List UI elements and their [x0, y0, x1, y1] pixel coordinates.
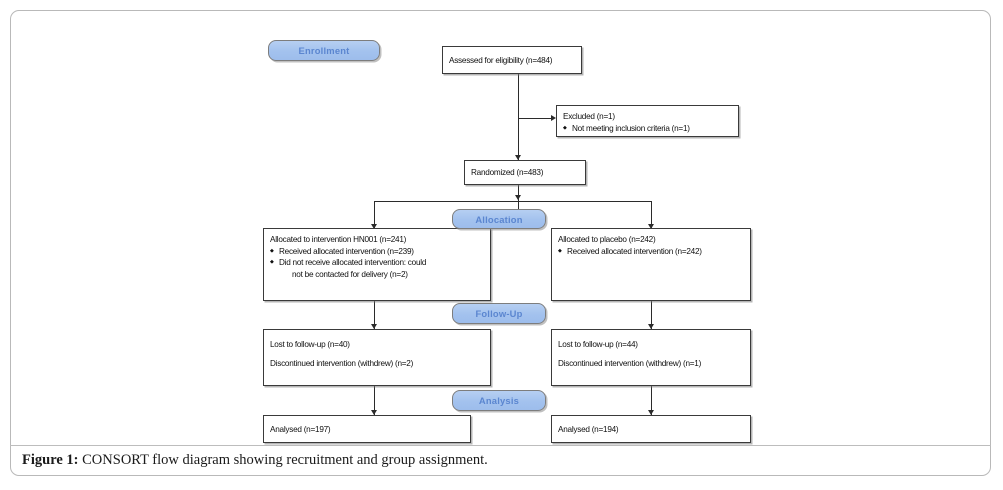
node-randomized: Randomized (n=483): [464, 160, 586, 185]
stage-badge-allocation: Allocation: [452, 209, 546, 229]
node-analysis-right-title: Analysed (n=194): [558, 424, 619, 434]
stage-badge-allocation-label: Allocation: [475, 213, 523, 225]
node-excluded: Excluded (n=1) Not meeting inclusion cri…: [556, 105, 739, 137]
stage-badge-enrollment: Enrollment: [268, 40, 380, 61]
stage-badge-followup-label: Follow-Up: [475, 308, 523, 319]
stage-badge-analysis-label: Analysis: [478, 395, 520, 406]
connector-randomized-down: [518, 185, 520, 215]
node-analysed-placebo: Analysed (n=194): [551, 415, 751, 443]
connector-split-right-drop: [651, 201, 653, 228]
stage-badge-enrollment-label: Enrollment: [298, 45, 350, 56]
node-allocated-placebo: Allocated to placebo (n=242) Received al…: [551, 228, 751, 301]
caption-divider: [10, 445, 991, 446]
node-alloc-left-bullet-0: Received allocated intervention (n=239): [270, 246, 484, 258]
node-alloc-left-continuation: not be contacted for delivery (n=2): [292, 269, 408, 279]
stage-badge-analysis: Analysis: [452, 390, 546, 411]
arrow-to-alloc-left-icon: [371, 224, 378, 229]
node-assessed-title: Assessed for eligibility (n=484): [449, 55, 553, 65]
connector-assessed-trunk: [518, 74, 520, 160]
node-follow-right-spacer: [558, 351, 744, 358]
arrow-to-follow-left-icon: [371, 324, 378, 329]
node-follow-left-line-2: Discontinued intervention (withdrew) (n=…: [270, 358, 414, 368]
arrow-to-alloc-right-icon: [648, 224, 655, 229]
connector-follow-left-to-analysis: [374, 386, 376, 415]
node-follow-left-spacer: [270, 351, 484, 358]
consort-flow-diagram: Enrollment Allocation Follow-Up Analysis: [11, 11, 990, 443]
node-assessed-for-eligibility: Assessed for eligibility (n=484): [442, 46, 582, 74]
arrow-randomized-split-icon: [515, 195, 522, 200]
connector-follow-right-to-analysis: [651, 386, 653, 415]
connector-split-left-drop: [374, 201, 376, 228]
node-alloc-left-bullet-1: Did not receive allocated intervention: …: [270, 257, 484, 269]
node-followup-intervention: Lost to follow-up (n=40) Discontinued in…: [263, 329, 491, 386]
node-excluded-title: Excluded (n=1): [563, 112, 615, 121]
node-analysed-intervention: Analysed (n=197): [263, 415, 471, 443]
node-analysis-left-title: Analysed (n=197): [270, 424, 331, 434]
figure-frame: Enrollment Allocation Follow-Up Analysis: [10, 10, 991, 476]
figure-caption-text: CONSORT flow diagram showing recruitment…: [78, 452, 488, 468]
node-allocated-intervention: Allocated to intervention HN001 (n=241) …: [263, 228, 491, 301]
connector-assessed-to-excluded: [518, 118, 552, 120]
arrow-to-excluded-icon: [551, 115, 556, 122]
node-followup-placebo: Lost to follow-up (n=44) Discontinued in…: [551, 329, 751, 386]
node-follow-right-line-1: Lost to follow-up (n=44): [558, 340, 638, 349]
arrow-to-analysis-left-icon: [371, 410, 378, 415]
figure-caption-lead: Figure 1:: [22, 452, 79, 468]
node-alloc-left-title: Allocated to intervention HN001 (n=241): [270, 235, 407, 244]
stage-badge-followup: Follow-Up: [452, 303, 546, 324]
node-follow-left-line-1: Lost to follow-up (n=40): [270, 340, 350, 349]
node-follow-right-line-2: Discontinued intervention (withdrew) (n=…: [558, 358, 702, 368]
node-alloc-right-bullet-0: Received allocated intervention (n=242): [558, 246, 744, 258]
node-excluded-bullet-0: Not meeting inclusion criteria (n=1): [563, 123, 732, 135]
connector-alloc-left-to-follow: [374, 301, 376, 329]
arrow-to-follow-right-icon: [648, 324, 655, 329]
node-randomized-title: Randomized (n=483): [471, 168, 544, 178]
arrow-to-analysis-right-icon: [648, 410, 655, 415]
figure-caption: Figure 1: CONSORT flow diagram showing r…: [22, 452, 488, 469]
connector-split-bar: [374, 201, 652, 203]
node-alloc-right-title: Allocated to placebo (n=242): [558, 235, 656, 244]
connector-alloc-right-to-follow: [651, 301, 653, 329]
arrow-to-randomized-icon: [515, 155, 522, 160]
